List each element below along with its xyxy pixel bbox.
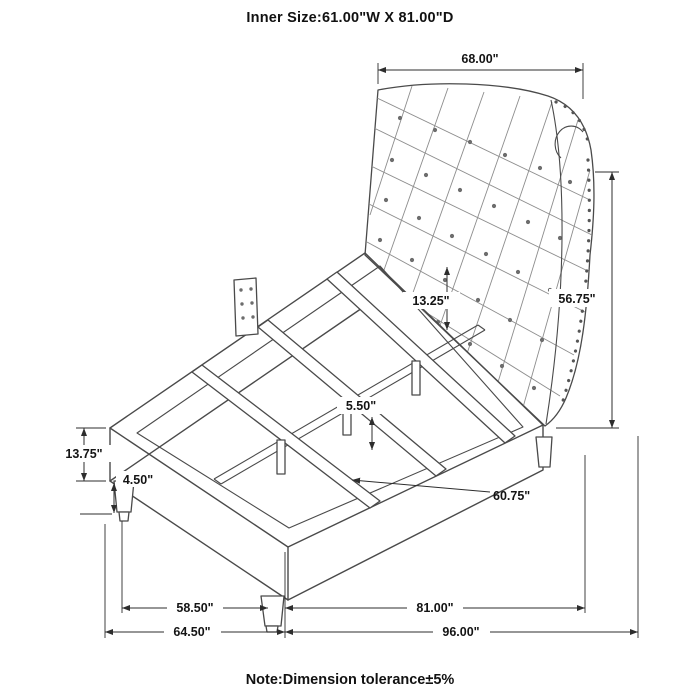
dim-label-overall-width: 64.50" bbox=[173, 625, 210, 639]
head-right-leg bbox=[535, 436, 553, 468]
headboard bbox=[364, 83, 595, 427]
extension-lines bbox=[76, 63, 639, 638]
dim-label-leg-height: 4.50" bbox=[123, 473, 153, 487]
leader-line-60-75 bbox=[351, 477, 491, 493]
dim-label-overall-depth: 96.00" bbox=[442, 625, 479, 639]
dim-label-inner-width: 58.50" bbox=[176, 601, 213, 615]
tolerance-note: Note:Dimension tolerance±5% bbox=[245, 672, 455, 688]
headboard-scroll bbox=[554, 125, 584, 159]
tufting-buttons bbox=[377, 115, 573, 391]
dim-label-center-support: 5.50" bbox=[346, 399, 376, 413]
foot-right-caster bbox=[265, 625, 279, 633]
slat-3 bbox=[191, 364, 381, 509]
dim-label-headboard-height: 56.75" bbox=[558, 292, 595, 306]
dimension-labels: 68.00" 56.75" 13.25" 5.50" 13.75" 4.50" … bbox=[57, 52, 605, 640]
headboard-roll-edge bbox=[545, 99, 563, 425]
dim-label-headboard-width: 68.00" bbox=[461, 52, 498, 66]
mounting-bracket bbox=[233, 277, 259, 337]
slat-1-support-leg bbox=[411, 360, 421, 396]
dim-label-side-rail-height: 13.75" bbox=[65, 447, 102, 461]
foot-right-leg bbox=[260, 595, 285, 627]
nailhead-trim-icon bbox=[560, 158, 591, 406]
slat-3-support-leg bbox=[276, 439, 286, 475]
dim-label-inner-depth: 81.00" bbox=[416, 601, 453, 615]
dim-label-slat-length: 60.75" bbox=[493, 489, 530, 503]
slat-1 bbox=[326, 271, 516, 444]
dim-label-headboard-to-slat: 13.25" bbox=[412, 294, 449, 308]
legs bbox=[113, 436, 553, 633]
inner-size-title: Inner Size:61.00"W X 81.00"D bbox=[246, 10, 454, 26]
foot-left-caster bbox=[118, 511, 130, 522]
headboard-outline bbox=[364, 83, 595, 427]
frame-foot-face bbox=[109, 427, 289, 601]
